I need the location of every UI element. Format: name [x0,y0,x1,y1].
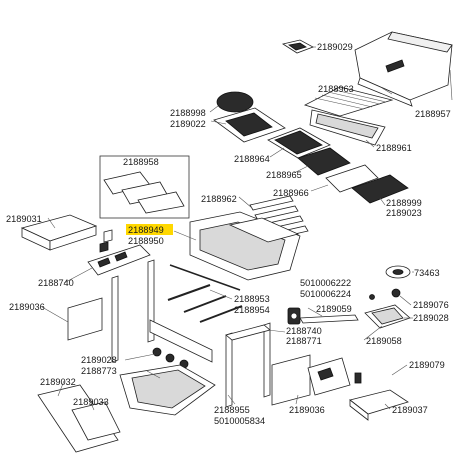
label-2188963[interactable]: 2188963 [318,84,354,94]
flame-tamers[interactable] [103,171,185,214]
grill-lid[interactable] [354,31,453,107]
label-2189033[interactable]: 2189033 [73,397,109,407]
side-burner-ring[interactable] [385,265,411,279]
label-2189036-b[interactable]: 2189036 [289,405,325,415]
cooking-grate-frame[interactable] [213,107,286,143]
leader-lines [41,87,414,411]
lid-badge[interactable] [281,39,314,54]
label-2188958[interactable]: 2188958 [123,157,159,167]
label-2188964[interactable]: 2188964 [234,154,270,164]
label-5010006222[interactable]: 5010006222 [300,278,351,288]
cart-frame-left[interactable] [111,259,213,363]
right-side-shelf[interactable] [349,389,409,421]
label-2188961[interactable]: 2188961 [376,143,412,153]
label-2188740-b[interactable]: 2188740 [286,326,322,336]
label-2189028-b[interactable]: 2189028 [81,355,117,365]
warming-rack[interactable] [303,86,394,117]
label-2188998[interactable]: 2188998 [170,108,206,118]
flame-tamer-group-box [99,155,190,219]
label-2189079[interactable]: 2189079 [409,360,445,370]
side-burner-valve[interactable] [369,288,401,300]
label-2188949[interactable]: 2188949 [128,225,164,235]
label-2188950[interactable]: 2188950 [128,236,164,246]
cooking-grate-small[interactable] [297,147,351,176]
label-2188771[interactable]: 2188771 [286,336,322,346]
side-shelf-rail[interactable] [307,357,351,396]
label-2188740-a[interactable]: 2188740 [38,278,74,288]
label-2189076[interactable]: 2189076 [413,300,449,310]
label-2188953[interactable]: 2188953 [234,294,270,304]
burner-tubes[interactable] [167,264,243,323]
control-knobs[interactable] [152,347,189,369]
highlight-2188949 [126,224,173,235]
griddle-plate[interactable] [267,127,331,159]
label-2188999[interactable]: 2188999 [386,198,422,208]
left-side-shelf[interactable] [20,214,98,251]
label-2189036-a[interactable]: 2189036 [9,302,45,312]
griddle-plate-large[interactable] [325,164,379,193]
label-2189032[interactable]: 2189032 [40,377,76,387]
side-burner-plate[interactable] [364,304,411,329]
right-door[interactable] [271,354,311,406]
round-heat-plate[interactable] [216,91,254,113]
rear-panel[interactable] [309,109,386,146]
label-2189029[interactable]: 2189029 [317,42,353,52]
label-2188955[interactable]: 2188955 [214,405,250,415]
control-panel[interactable] [87,244,151,276]
part-labels: 2189029 2188957 2188963 2188998 2189022 … [6,42,451,426]
label-2189031[interactable]: 2189031 [6,214,42,224]
left-door[interactable] [67,297,103,341]
label-5010006224[interactable]: 5010006224 [300,289,351,299]
label-2189059[interactable]: 2189059 [316,304,352,314]
bottom-shelf-panel[interactable] [71,401,121,441]
regulator-valve[interactable] [287,307,301,325]
label-2189022[interactable]: 2189022 [170,119,206,129]
cart-frame-right[interactable] [225,322,271,408]
label-5010005834[interactable]: 5010005834 [214,416,265,426]
hose-rail[interactable] [299,314,359,324]
label-2188966[interactable]: 2188966 [273,188,309,198]
label-2189058[interactable]: 2189058 [366,336,402,346]
label-2188962[interactable]: 2188962 [201,194,237,204]
label-2188957[interactable]: 2188957 [415,109,451,119]
cooking-grate-large[interactable] [351,174,409,204]
label-73463[interactable]: 73463 [414,268,440,278]
grease-tray[interactable] [119,364,216,416]
small-bracket[interactable] [99,229,113,253]
label-2188773[interactable]: 2188773 [81,366,117,376]
label-2188965[interactable]: 2188965 [266,170,302,180]
label-2189023[interactable]: 2189023 [386,208,422,218]
firebox[interactable] [189,211,301,281]
label-2189037[interactable]: 2189037 [392,405,428,415]
label-2188954[interactable]: 2188954 [234,305,270,315]
small-knob[interactable] [354,372,362,384]
label-2189028-a[interactable]: 2189028 [413,313,449,323]
